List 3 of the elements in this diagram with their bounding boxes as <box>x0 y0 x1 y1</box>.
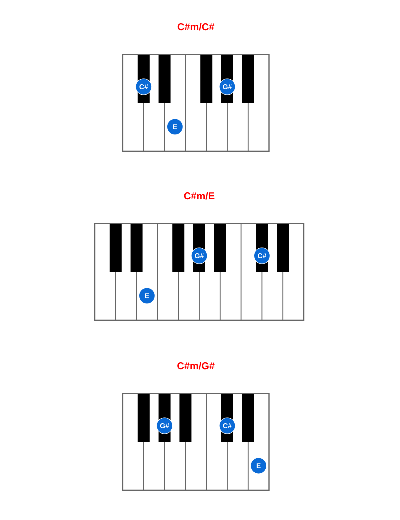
chord-title: C#m/E <box>184 192 215 200</box>
chord-title: C#m/G# <box>178 362 215 370</box>
chord-title: C#m/C# <box>178 23 215 31</box>
